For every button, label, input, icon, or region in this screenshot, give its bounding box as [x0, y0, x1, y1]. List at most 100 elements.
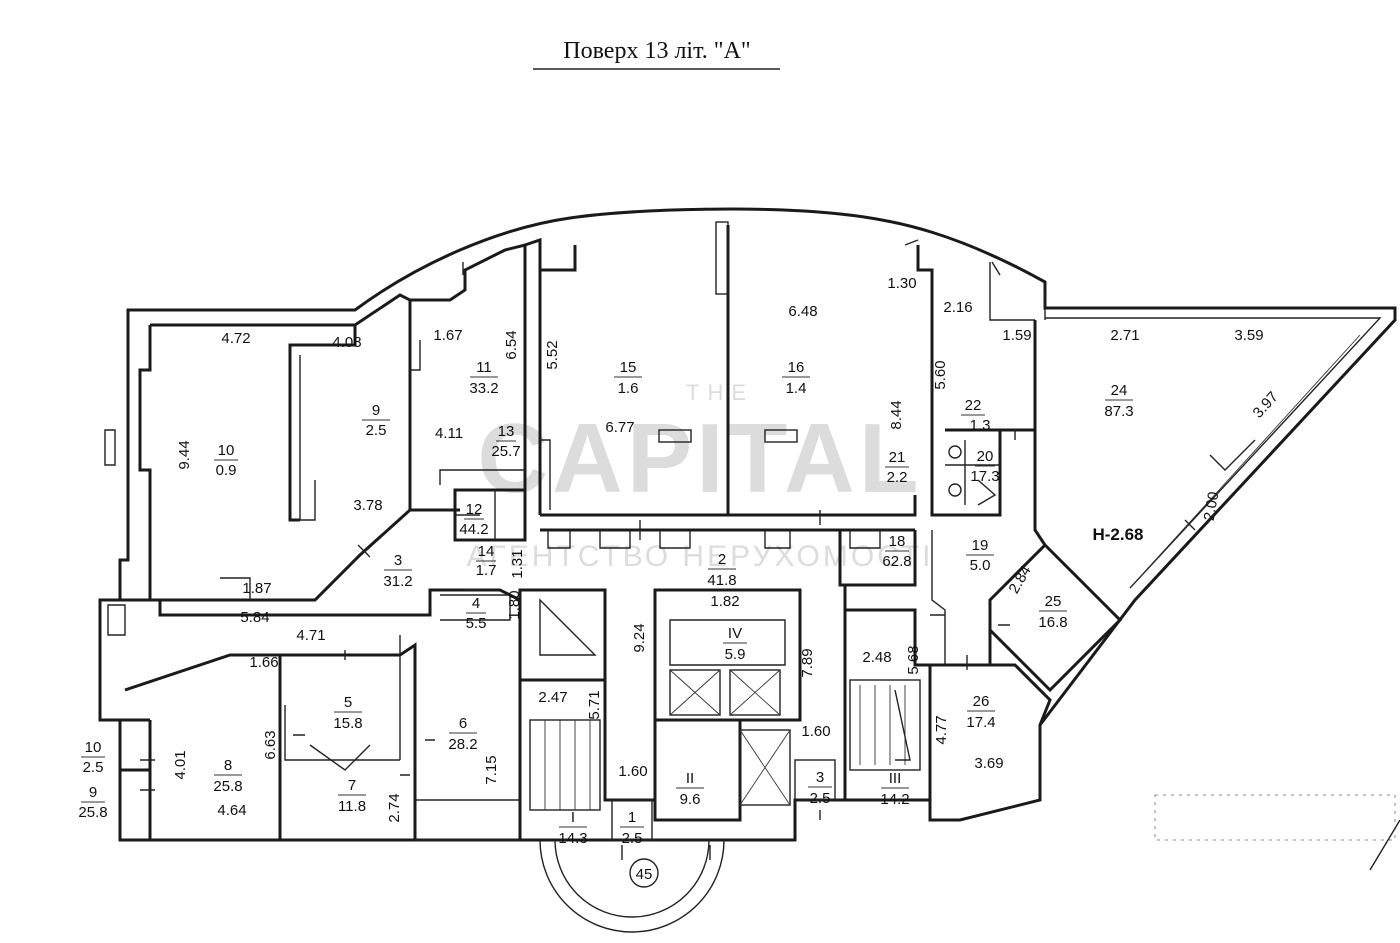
dim-label: 4.11	[435, 425, 463, 442]
watermark-brand: CAPITAL	[477, 403, 922, 513]
room-18-label: 16 1.4	[782, 359, 810, 397]
room-10-number: 10	[85, 739, 102, 756]
dimension-labels: 4.72 4.08 1.67 6.54 5.52 6.48 1.30 2.16 …	[172, 275, 1282, 823]
dim-label: 8.44	[888, 400, 905, 429]
room-8-label: 8 25.8	[213, 757, 242, 795]
dim-label: 1.67	[433, 327, 462, 344]
room-3-hall-label: 3 31.2	[383, 552, 412, 590]
stair-III-area: 14.2	[880, 791, 909, 808]
room-3-small-label: 3 2.5	[808, 769, 832, 807]
room-10-area: 2.5	[83, 759, 104, 776]
dim-label: 6.63	[262, 730, 279, 759]
dim-label: 4.77	[933, 715, 950, 744]
room-3-small-number: 3	[816, 769, 824, 786]
room-15-area: 25.7	[491, 443, 520, 460]
room-6-label: 6 28.2	[448, 715, 477, 753]
room-4-label: 4 5.5	[466, 595, 487, 632]
room-16-area: 1.7	[476, 562, 497, 579]
room-14-area: 44.2	[459, 521, 488, 538]
dim-label: 2.74	[386, 793, 403, 822]
scan-artifacts	[1154, 794, 1400, 871]
room-25-number: 25	[1045, 593, 1062, 610]
stair-III-label: III 14.2	[880, 770, 909, 808]
dim-label: 1.87	[242, 580, 271, 597]
room-1-number: 1	[628, 809, 636, 826]
room-12-area: 0.9	[216, 462, 237, 479]
dim-label: 7.89	[799, 648, 816, 677]
room-21-area: 17.3	[970, 468, 999, 485]
room-3-hall-number: 3	[394, 552, 402, 569]
room-7-area: 11.8	[338, 798, 366, 815]
room-14-number: 12	[466, 501, 483, 518]
room-20-number: 19	[972, 537, 989, 554]
room-5-area: 15.8	[333, 715, 362, 732]
room-6-area: 28.2	[448, 736, 477, 753]
room-4-area: 5.5	[466, 615, 487, 632]
room-8-number: 8	[224, 757, 232, 774]
lift-II-number: II	[686, 770, 694, 787]
room-16-number: 14	[478, 543, 495, 560]
dim-label: 3.78	[353, 497, 382, 514]
room-18-area: 1.4	[786, 380, 807, 397]
lift-II-label: II 9.6	[676, 770, 704, 808]
dim-label: 2.48	[862, 649, 891, 666]
dim-label: 6.48	[788, 303, 817, 320]
entrance-circle	[629, 858, 659, 888]
room-23-area: 1.3	[970, 417, 991, 434]
dim-label: 6.54	[503, 330, 520, 359]
dim-label: 1.30	[887, 275, 916, 292]
room-8-area: 25.8	[213, 778, 242, 795]
room-3-hall-area: 31.2	[383, 573, 412, 590]
watermark-sub: АГЕНТСТВО НЕРУХОМОСТІ	[466, 540, 933, 573]
room-24-number: 24	[1111, 382, 1128, 399]
dim-label: 1.82	[710, 593, 739, 610]
dim-label: 2.00	[1201, 490, 1223, 522]
lift-II-area: 9.6	[680, 791, 701, 808]
dim-label: 1.60	[618, 763, 647, 780]
room-12-label: 10 0.9	[214, 442, 238, 479]
room-7-label: 7 11.8	[338, 777, 366, 815]
room-9-number: 9	[89, 784, 97, 801]
dim-label: 7.15	[483, 755, 500, 784]
dim-label: 1.66	[249, 654, 278, 671]
room-18-number: 16	[788, 359, 805, 376]
dim-label: 6.77	[605, 419, 634, 436]
door-marks	[140, 261, 1016, 860]
room-17-label: 15 1.6	[614, 359, 642, 397]
room-5-number: 5	[344, 694, 352, 711]
dim-label: 9.24	[631, 623, 648, 652]
room-25-area: 16.8	[1038, 614, 1067, 631]
room-22-area: 2.2	[887, 469, 908, 486]
dim-label: 5.71	[586, 690, 603, 719]
stair-I-number: I	[571, 809, 575, 826]
room-10-label: 10 2.5	[81, 739, 105, 776]
room-7-number: 7	[348, 777, 356, 794]
room-19-number: 18	[889, 533, 906, 550]
dim-label: 2.47	[538, 689, 567, 706]
dim-label: 4.72	[221, 330, 250, 347]
dim-label: 5.60	[932, 360, 949, 389]
watermark-top: THE	[686, 380, 754, 405]
room-2-number: 2	[718, 551, 726, 568]
dim-label: 9.44	[176, 440, 193, 469]
room-13-label: 11 33.2	[469, 359, 498, 397]
room-9-area: 25.8	[78, 804, 107, 821]
room-20-label: 19 5.0	[966, 537, 994, 574]
room-20-area: 5.0	[970, 557, 991, 574]
room-5-label: 5 15.8	[333, 694, 362, 732]
room-3-small-area: 2.5	[810, 790, 831, 807]
dim-label: 3.97	[1250, 388, 1282, 421]
entrance-number: 45	[636, 866, 653, 883]
room-25-label: 25 16.8	[1038, 593, 1067, 631]
room-24-area: 87.3	[1104, 403, 1133, 420]
dim-label: 1.60	[801, 723, 830, 740]
stair-I-area: 14.3	[558, 830, 587, 847]
dim-label: 4.01	[172, 750, 189, 779]
room-11-area: 2.5	[366, 422, 387, 439]
dim-label: 2.71	[1110, 327, 1139, 344]
dim-label: 3.69	[974, 755, 1003, 772]
room-11-number: 9	[372, 402, 380, 419]
dim-label: 5.52	[544, 340, 561, 369]
room-labels: 10 0.9 9 2.5 11 33.2 13 25.7 12 44.2 14 …	[78, 359, 1133, 847]
